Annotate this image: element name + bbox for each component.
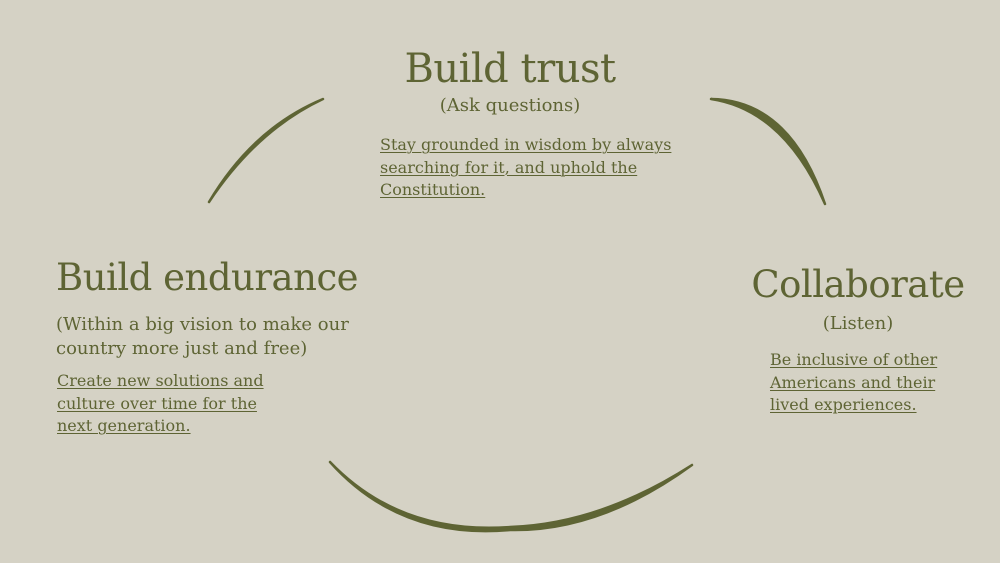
build-trust-title: Build trust	[404, 46, 616, 92]
build-trust-note: Stay grounded in wisdom by always search…	[380, 135, 672, 199]
arc-top-left	[207, 97, 325, 204]
arc-bottom	[328, 460, 694, 533]
collaborate-subtitle: (Listen)	[822, 313, 894, 334]
build-endurance-title: Build endurance	[56, 256, 359, 299]
build-trust-subtitle: (Ask questions)	[439, 95, 581, 116]
collaborate-note: Be inclusive of other Americans and thei…	[770, 350, 938, 414]
collaborate-title: Collaborate	[751, 263, 965, 306]
build-endurance-note: Create new solutions and culture over ti…	[57, 371, 264, 435]
arc-top-right	[709, 97, 827, 206]
build-endurance-subtitle: (Within a big vision to make our country…	[56, 314, 349, 359]
